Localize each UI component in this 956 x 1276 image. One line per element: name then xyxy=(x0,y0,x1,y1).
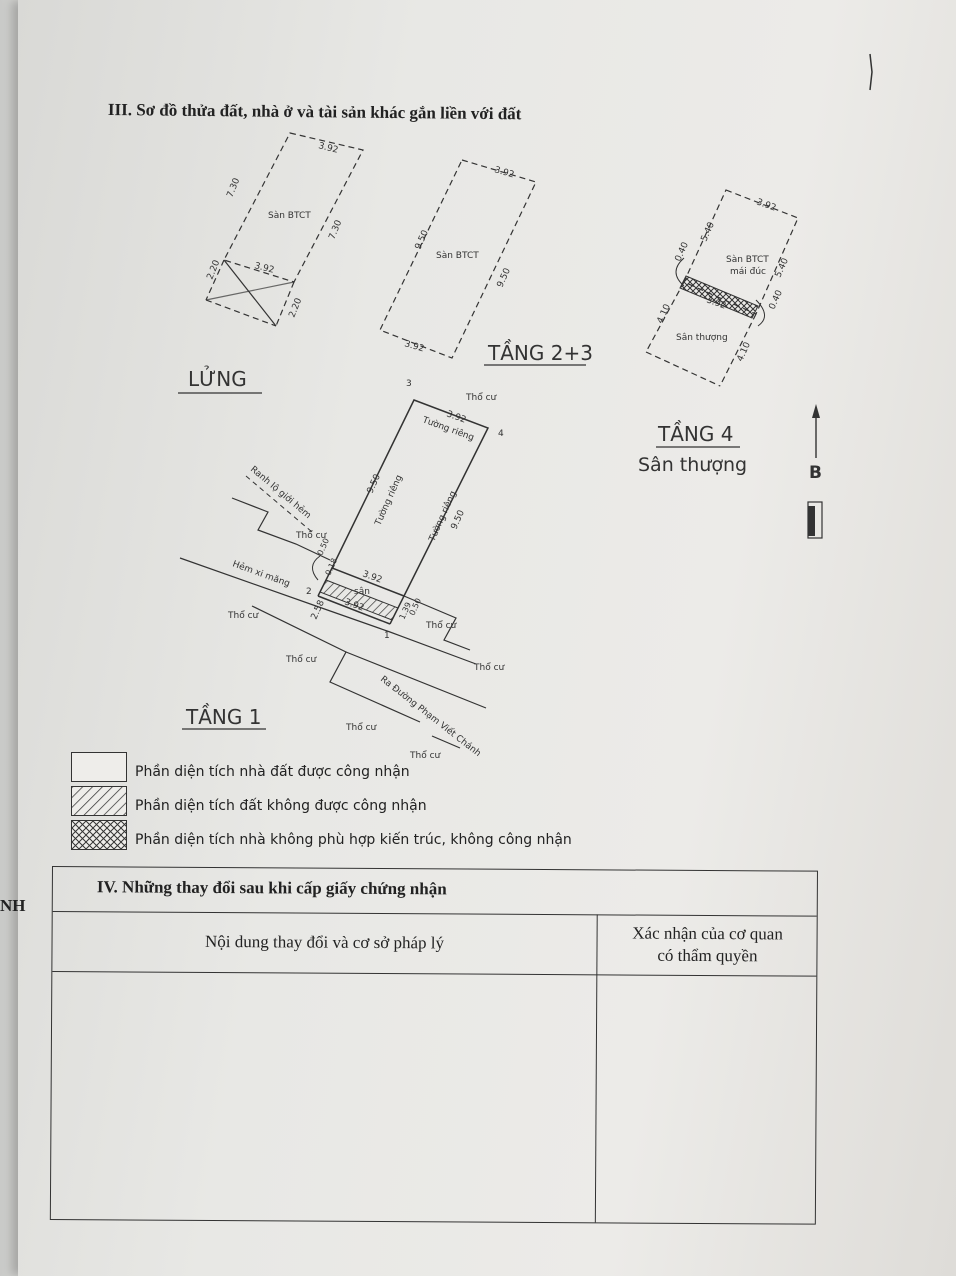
table-divider-header xyxy=(52,971,817,977)
tang1-hatched-yard xyxy=(319,579,399,621)
column-header-confirmation-line1: Xác nhận của cơ quan xyxy=(632,923,783,944)
tang1-tho-cu-6: Thổ cư xyxy=(409,750,442,761)
tang1-point-2: 2 xyxy=(306,587,312,597)
tang23-dim-bottom: 3.92 xyxy=(403,339,425,354)
tang4-dim-right-small: 0.40 xyxy=(768,289,785,312)
section4-table: IV. Những thay đổi sau khi cấp giấy chứn… xyxy=(49,866,818,1225)
tang1-arc xyxy=(312,555,321,581)
tang4-arc-right xyxy=(755,299,765,327)
tang23-dim-top: 3.92 xyxy=(493,165,515,180)
legend-swatch-recognized xyxy=(71,752,127,782)
tang1-road: Ra Đường Phạm Viết Chánh xyxy=(378,674,483,759)
tang4-dim-right-low: 4.10 xyxy=(736,341,753,364)
section4-title: IV. Những thay đổi sau khi cấp giấy chứn… xyxy=(96,877,447,899)
tang1-tho-cu-5: Thổ cư xyxy=(345,722,378,733)
legend-text-land-not-recognized: Phần diện tích đất không được công nhận xyxy=(135,798,427,814)
tang4-slab: Sàn BTCT xyxy=(726,255,769,265)
tang4-crosshatch xyxy=(679,275,759,319)
tang1-tho-cu-1: Thổ cư xyxy=(227,610,260,621)
column-header-confirmation-line2: có thẩm quyền xyxy=(657,945,758,966)
tang4-label: TẦNG 4 xyxy=(657,421,733,446)
tang1-point-3: 3 xyxy=(406,379,412,389)
lung-dim-top: 3.92 xyxy=(317,141,339,156)
tang1-limit-line xyxy=(245,475,313,533)
tang4-dim-right-top: 5.40 xyxy=(774,257,791,280)
tang4-dim-left-top: 5.40 xyxy=(700,221,717,244)
tang1-point-1: 1 xyxy=(384,631,390,641)
tang1-alley: Hẻm xi măng xyxy=(231,558,291,589)
tang4-slab2: mái đúc xyxy=(730,267,766,277)
legend-swatch-land-not-recognized xyxy=(71,786,127,816)
tang1-tho-cu-4: Thổ cư xyxy=(473,662,506,673)
tang23-dim-left: 9.50 xyxy=(414,229,431,252)
lung-slab: Sàn BTCT xyxy=(268,211,311,221)
column-header-confirmation: Xác nhận của cơ quan có thẩm quyền xyxy=(598,922,816,967)
tang1-label: TẦNG 1 xyxy=(185,704,261,729)
lung-label: LỬNG xyxy=(188,366,247,391)
tang4-arc-left xyxy=(675,257,685,287)
tang1-tho-cu-top: Thổ cư xyxy=(465,392,498,403)
table-column-divider xyxy=(594,914,598,1223)
tang4-sub: Sân thượng xyxy=(638,454,747,476)
tang1-limit: Ranh lộ giới hẻm xyxy=(248,464,313,521)
tang23-slab: Sàn BTCT xyxy=(436,251,479,261)
tang23-label: TẦNG 2+3 xyxy=(487,340,593,365)
tang1-dim-right: 9.50 xyxy=(450,509,467,532)
tang4-dim-left-low: 4.10 xyxy=(656,303,673,326)
north-arrow xyxy=(807,404,823,539)
tang1-boundaries xyxy=(179,497,487,749)
lung-dim-mid: 3.92 xyxy=(253,261,275,276)
tang4-dim-left-small: 0.40 xyxy=(674,241,691,264)
tang1-dim-050b: 0.50 xyxy=(408,597,423,617)
lung-dim-right: 7.30 xyxy=(328,219,345,242)
legend-swatch-house-not-recognized xyxy=(71,820,127,850)
legend-text-house-not-recognized: Phần diện tích nhà không phù hợp kiến tr… xyxy=(135,832,572,848)
tang1-san: sân xyxy=(354,587,370,597)
tang1-tho-cu-left: Thổ cư xyxy=(295,530,328,541)
column-header-changes: Nội dung thay đổi và cơ sở pháp lý xyxy=(204,931,445,953)
legend-text-recognized: Phần diện tích nhà đất được công nhận xyxy=(135,764,410,780)
plan-lung xyxy=(205,132,364,327)
tang1-dim-258: 2.58 xyxy=(310,599,327,622)
tang23-dim-right: 9.50 xyxy=(496,267,513,290)
tang1-tho-cu-3: Thổ cư xyxy=(285,654,318,665)
table-divider-top xyxy=(52,911,817,917)
tang1-tho-cu-2: Thổ cư xyxy=(425,620,458,631)
lung-dim-left: 7.30 xyxy=(226,177,243,200)
lung-dim-low-right: 2.20 xyxy=(288,297,305,320)
tang4-dim-top: 3.92 xyxy=(755,197,777,213)
tang1-point-4: 4 xyxy=(498,429,504,439)
certificate-page xyxy=(18,0,956,1276)
left-page-edge xyxy=(0,0,22,1276)
tang1-dim-018: 0.18 xyxy=(324,557,339,577)
north-label: B xyxy=(809,463,822,483)
edge-text: NH xyxy=(0,896,26,915)
plan-tang4 xyxy=(645,189,799,387)
tang1-dim-left: 9.50 xyxy=(366,473,383,496)
staple-mark xyxy=(866,52,874,92)
plan-tang23 xyxy=(379,159,537,359)
tang4-terrace: Sân thượng xyxy=(676,333,728,343)
